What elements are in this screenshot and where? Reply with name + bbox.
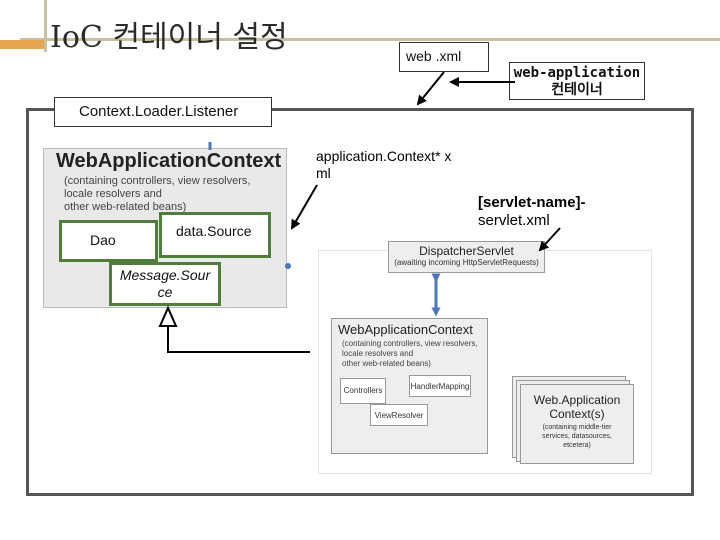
root-context-description: (containing controllers, view resolvers,… bbox=[64, 175, 250, 214]
web-xml-to-listener-arrow bbox=[416, 71, 445, 106]
dispatcher-description-line-1: (containing controllers, view resolvers, bbox=[342, 339, 478, 348]
web-app-container-box: web-application 컨테이너 bbox=[509, 62, 645, 100]
root-description-line-1: (containing controllers, view resolvers, bbox=[64, 175, 251, 187]
dispatcher-context-heading: WebApplicationContext bbox=[338, 322, 473, 337]
servlet-xml-line-2: servlet.xml bbox=[478, 212, 550, 229]
context-loader-listener-box: Context.Loader.Listener bbox=[54, 97, 272, 127]
data-source-box: data.Source bbox=[159, 212, 271, 258]
child-description-line-1: (containing middle-tier bbox=[542, 424, 612, 431]
page-title: IoC 컨테이너 설정 bbox=[50, 20, 288, 55]
root-description-line-2: locale resolvers and bbox=[64, 188, 162, 200]
view-resolver-label: ViewResolver bbox=[374, 411, 424, 420]
title-vertical-rule bbox=[44, 0, 47, 52]
dispatcher-description-line-3: other web-related beans) bbox=[342, 359, 431, 368]
child-context-box: Web.Application Context(s) (containing m… bbox=[520, 384, 634, 464]
message-source-line-2: ce bbox=[157, 284, 173, 300]
dao-box: Dao bbox=[59, 220, 158, 262]
web-xml-box: web .xml bbox=[399, 42, 489, 72]
outer-container bbox=[26, 108, 694, 496]
context-loader-listener-label: Context.Loader.Listener bbox=[79, 103, 239, 120]
dispatcher-servlet-subtitle: (awaiting incoming HttpServletRequests) bbox=[394, 258, 539, 267]
dispatcher-servlet-title: DispatcherServlet bbox=[419, 244, 514, 258]
controllers-label: Controllers bbox=[343, 386, 383, 395]
root-context-heading: WebApplicationContext bbox=[56, 150, 282, 172]
handler-mapping-box: HandlerMapping bbox=[409, 375, 471, 397]
handler-mapping-label: HandlerMapping bbox=[410, 382, 470, 391]
servlet-xml-label: [servlet-name]- servlet.xml bbox=[478, 194, 624, 230]
web-xml-label: web .xml bbox=[406, 48, 462, 64]
child-description-line-3: etcetera) bbox=[563, 442, 591, 449]
child-heading-line-2: Context(s) bbox=[549, 407, 605, 421]
dispatcher-servlet-box: DispatcherServlet (awaiting incoming Htt… bbox=[388, 241, 545, 273]
application-context-xml-line-2: ml bbox=[316, 165, 331, 181]
application-context-xml-label: application.Context* x ml bbox=[316, 148, 476, 182]
web-app-container-line-2: 컨테이너 bbox=[551, 82, 603, 98]
servlet-xml-line-1: [servlet-name]- bbox=[478, 194, 586, 211]
root-description-line-3: other web-related beans) bbox=[64, 201, 187, 213]
message-source-line-1: Message.Sour bbox=[119, 267, 211, 283]
controllers-box: Controllers bbox=[340, 378, 386, 404]
dispatcher-context-description: (containing controllers, view resolvers,… bbox=[342, 339, 478, 369]
web-app-container-line-1: web-application bbox=[513, 65, 641, 81]
child-context-description: (containing middle-tier services, dataso… bbox=[521, 421, 633, 450]
dao-label: Dao bbox=[90, 232, 116, 248]
view-resolver-box: ViewResolver bbox=[370, 404, 428, 426]
message-source-box: Message.Sour ce bbox=[109, 262, 221, 306]
dispatcher-description-line-2: locale resolvers and bbox=[342, 349, 414, 358]
child-context-heading: Web.Application Context(s) bbox=[521, 385, 633, 421]
child-description-line-2: services, datasources, bbox=[542, 433, 612, 440]
application-context-xml-line-1: application.Context* x bbox=[316, 148, 452, 164]
data-source-label: data.Source bbox=[176, 223, 252, 239]
child-heading-line-1: Web.Application bbox=[533, 393, 621, 407]
title-rule bbox=[20, 38, 720, 41]
title-accent-bar bbox=[0, 40, 44, 49]
